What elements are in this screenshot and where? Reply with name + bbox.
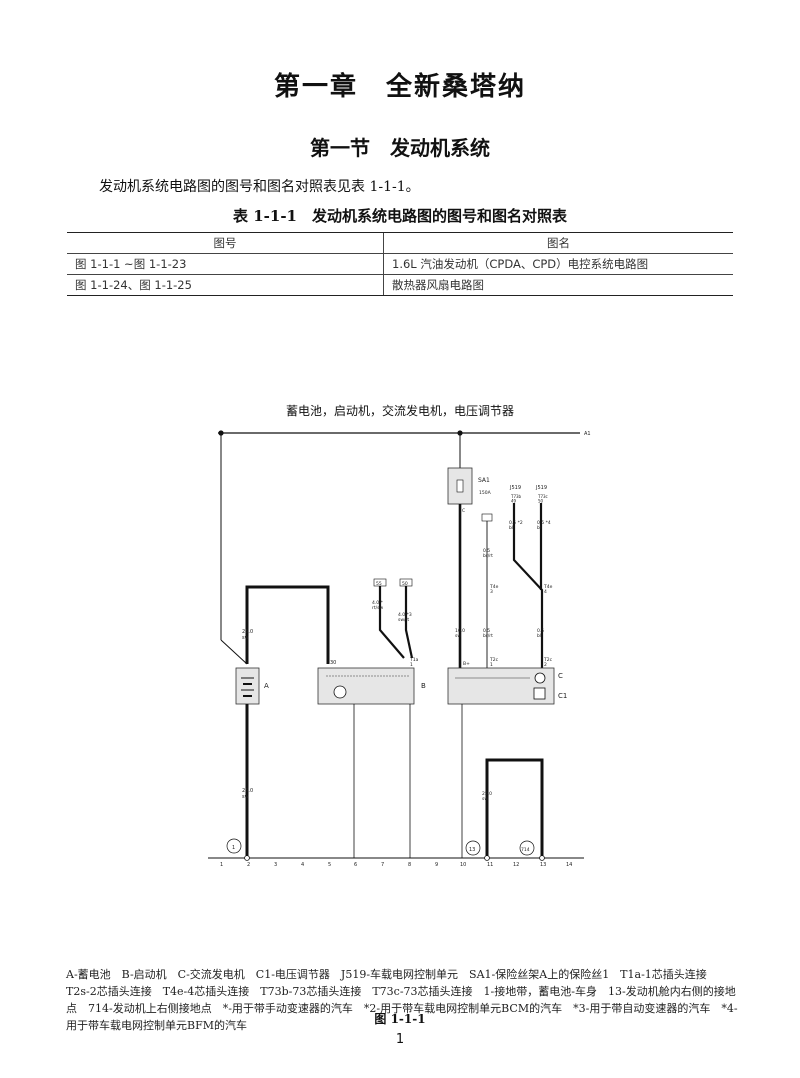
terminal-label: 30 xyxy=(330,660,336,666)
chapter-title: 第一章 全新桑塔纳 xyxy=(273,72,526,102)
table-row: 图 1-1-24、图 1-1-25 散热器风扇电路图 xyxy=(67,274,733,296)
ground-label: 714 xyxy=(521,847,530,853)
grid-number: 14 xyxy=(566,862,572,868)
starter-symbol xyxy=(317,667,415,705)
table-cell-figure-name: 散热器风扇电路图 xyxy=(383,274,733,296)
battery-cable xyxy=(245,585,330,664)
connector-icon xyxy=(481,513,493,522)
table-cell-figure-no: 图 1-1-24、图 1-1-25 xyxy=(67,274,384,296)
section-title: 第一节 发动机系统 xyxy=(310,136,490,160)
wire xyxy=(404,586,414,659)
wire-label: 4.0 *rt/sw xyxy=(372,600,384,611)
ground-junction xyxy=(244,855,250,861)
ground-cable xyxy=(485,758,544,858)
relay-label: J519 xyxy=(509,485,521,491)
intro-paragraph: 发动机系统电路图的图号和图名对照表见表 1-1-1。 xyxy=(99,179,420,195)
grid-number: 7 xyxy=(381,862,384,868)
ground-label: 13 xyxy=(469,847,475,853)
diagram-legend: A-蓄电池 B-启动机 C-交流发电机 C1-电压调节器 J519-车载电网控制… xyxy=(66,968,738,1032)
table-header-row: 图号 图名 xyxy=(67,232,733,254)
regulator-icon xyxy=(533,687,546,700)
wire xyxy=(220,639,248,665)
ground-point-13 xyxy=(465,840,481,856)
table-header-figure-no: 图号 xyxy=(67,232,384,254)
grid-number: 8 xyxy=(408,862,411,868)
table-title: 表 1-1-1 发动机系统电路图的图号和图名对照表 xyxy=(233,207,567,225)
table-cell-figure-no: 图 1-1-1 ~图 1-1-23 xyxy=(67,253,384,275)
grid-number: 10 xyxy=(460,862,466,868)
grid-number: 1 xyxy=(220,862,223,868)
page-number: 1 xyxy=(395,1032,405,1047)
table-header-figure-name: 图名 xyxy=(383,232,733,254)
ground-label: 1 xyxy=(232,845,235,851)
ground-point-714 xyxy=(519,840,535,856)
terminal-label: 50 xyxy=(402,581,408,587)
wire xyxy=(378,586,405,659)
grid-number: 5 xyxy=(328,862,331,868)
ground-junction xyxy=(539,855,545,861)
grid-number: 12 xyxy=(513,862,519,868)
fuse-rating: 150A xyxy=(479,490,492,496)
terminal-label: C xyxy=(462,508,465,514)
component-label-c1: C1 xyxy=(558,692,567,700)
table-cell-figure-name: 1.6L 汽油发动机（CPDA、CPD）电控系统电路图 xyxy=(383,253,733,275)
grid-number: 11 xyxy=(487,862,493,868)
generator-icon xyxy=(534,672,546,684)
fuse-icon xyxy=(456,479,464,493)
component-label-c: C xyxy=(558,672,563,680)
grid-number: 13 xyxy=(540,862,546,868)
component-label-a: A xyxy=(264,682,269,690)
figure-caption: 图 1-1-1 xyxy=(374,1012,426,1026)
figure-index-table: 图号 图名 图 1-1-1 ~图 1-1-23 1.6L 汽油发动机（CPDA、… xyxy=(67,232,733,296)
diagram-title: 蓄电池，启动机，交流发电机，电压调节器 xyxy=(285,404,514,418)
grid-number: 3 xyxy=(274,862,277,868)
table-row: 图 1-1-1 ~图 1-1-23 1.6L 汽油发动机（CPDA、CPD）电控… xyxy=(67,253,733,275)
component-label-b: B xyxy=(421,682,426,690)
terminal-label: 55 xyxy=(376,581,382,587)
starter-motor-icon xyxy=(333,685,347,699)
grid-number: 2 xyxy=(247,862,250,868)
battery-symbol xyxy=(235,667,260,705)
terminal-label: B+ xyxy=(463,661,470,667)
ground-point-1 xyxy=(226,838,242,854)
grid-number: 4 xyxy=(301,862,304,868)
wire xyxy=(512,503,544,668)
fuse-label: SA1 xyxy=(478,477,490,484)
grid-number: 9 xyxy=(435,862,438,868)
relay-label: J519 xyxy=(535,485,547,491)
grid-number: 6 xyxy=(354,862,357,868)
grid-numbers: 1 2 3 4 5 6 7 8 9 10 11 12 13 14 xyxy=(220,862,572,868)
ground-junction xyxy=(484,855,490,861)
bus-label: A1 xyxy=(584,431,591,437)
